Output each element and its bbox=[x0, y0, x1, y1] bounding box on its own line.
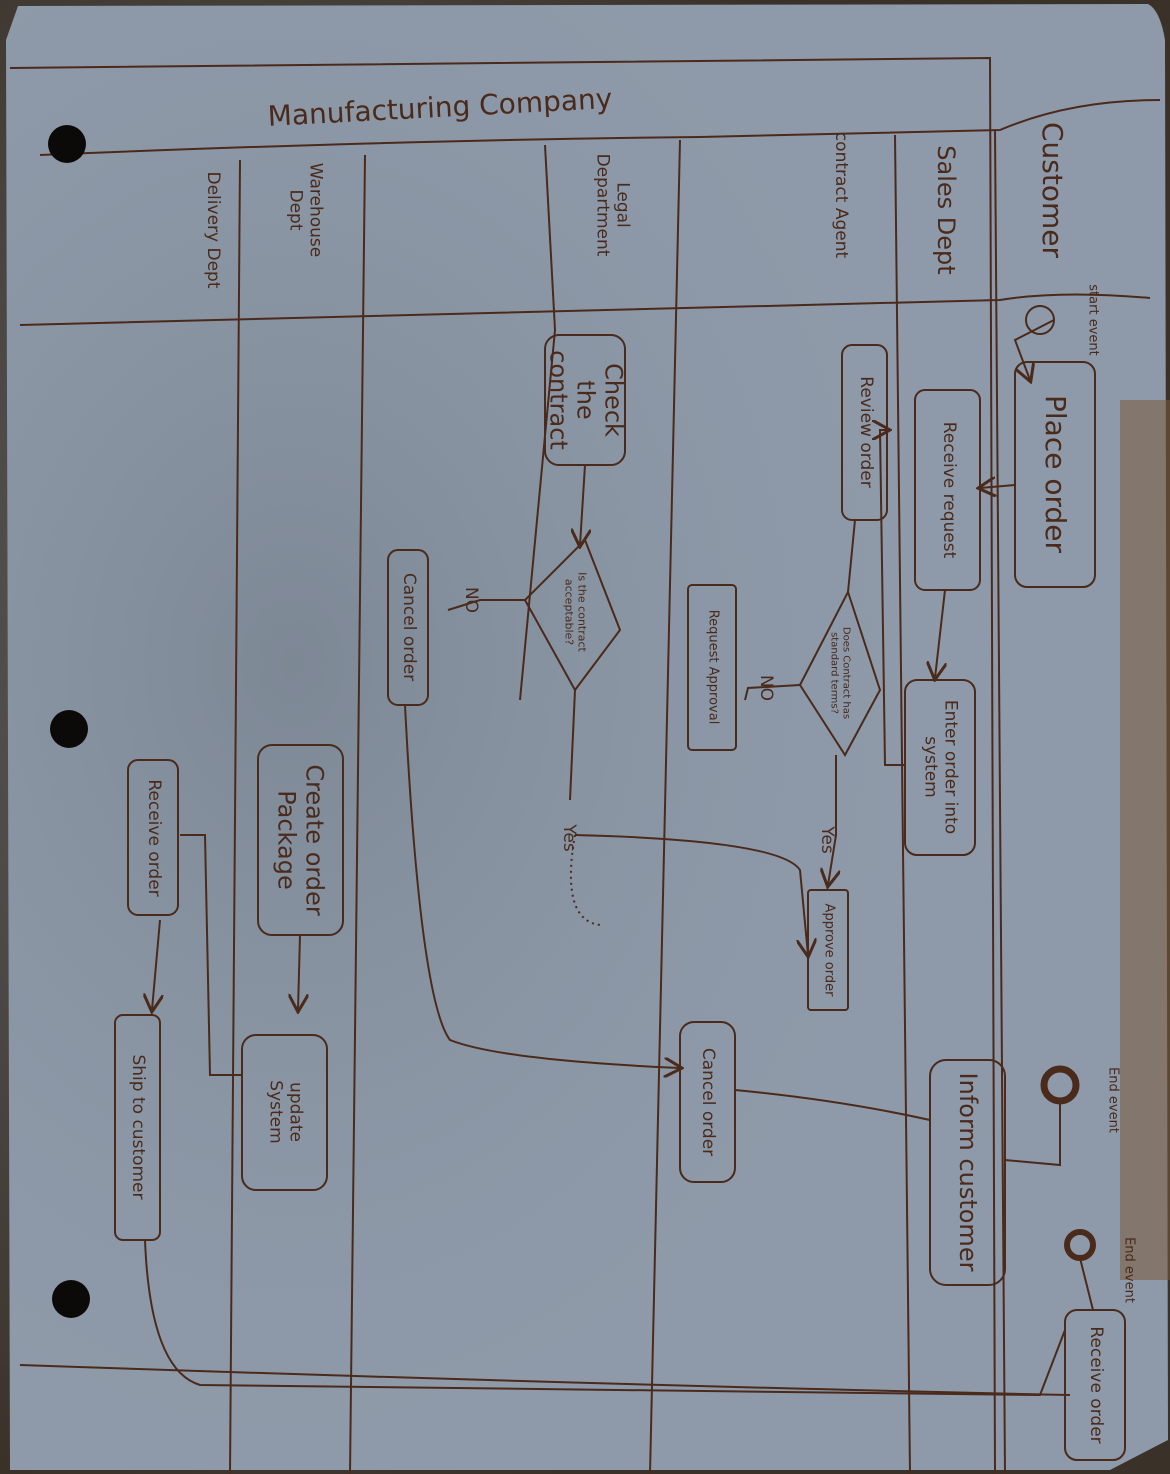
binder-hole-bottom bbox=[52, 1280, 90, 1318]
box-receive-customer bbox=[1064, 1309, 1126, 1461]
lane-contract-agent: contract Agent bbox=[830, 131, 851, 259]
task-ship-customer: Ship to customer bbox=[127, 1054, 148, 1200]
box-inform-customer bbox=[929, 1059, 1006, 1286]
box-place-order bbox=[1014, 361, 1096, 588]
box-request-approval bbox=[687, 584, 737, 751]
task-check-contract: Check the contract bbox=[544, 350, 628, 450]
task-receive-request: Receive request bbox=[938, 421, 959, 559]
end-event-label-1: End event bbox=[1105, 1067, 1121, 1133]
lane-header-bottom bbox=[19, 293, 1151, 326]
box-cancel-legal bbox=[387, 549, 429, 706]
lane-customer: Customer bbox=[1036, 121, 1070, 259]
flow-label-yes-terms: Yes bbox=[816, 826, 837, 854]
task-inform-customer: Inform customer bbox=[953, 1072, 982, 1272]
task-place-order: Place order bbox=[1039, 394, 1073, 554]
lane-sep-sales bbox=[894, 134, 911, 1474]
start-event-label: start event bbox=[1085, 284, 1101, 356]
binder-hole-middle bbox=[50, 710, 88, 748]
lane-sep-customer bbox=[994, 129, 1006, 1474]
flow-label-no-contract: NO bbox=[460, 586, 481, 614]
lane-sep-warehouse bbox=[229, 159, 241, 1474]
task-receive-customer: Receive order bbox=[1085, 1326, 1106, 1444]
task-receive-delivery: Receive order bbox=[143, 779, 164, 897]
header-divider bbox=[39, 99, 1161, 156]
lane-sep-agent bbox=[649, 139, 681, 1474]
lane-delivery: Delivery Dept bbox=[202, 171, 223, 289]
task-enter-order: Enter order into system bbox=[921, 699, 961, 835]
gateway-standard-terms bbox=[798, 589, 882, 757]
flow-label-yes-contract: Yes bbox=[558, 824, 579, 852]
flow-label-no-terms: NO bbox=[755, 674, 776, 702]
pool-top-border bbox=[9, 56, 996, 1474]
gateway-standard-terms-label: Does Contract has standard terms? bbox=[829, 626, 852, 720]
lane-warehouse: Warehouse Dept bbox=[286, 162, 326, 258]
box-update-system bbox=[241, 1034, 328, 1191]
task-request-approval: Request Approval bbox=[705, 609, 721, 725]
lane-legal: Legal Department bbox=[593, 153, 633, 257]
box-cancel-agent bbox=[679, 1021, 736, 1183]
task-review-order: Review order bbox=[855, 376, 876, 488]
task-create-package: Create order Package bbox=[273, 764, 329, 916]
task-cancel-agent: Cancel order bbox=[697, 1047, 718, 1157]
lane-sales: Sales Dept bbox=[931, 145, 960, 275]
lane-sep-legal2 bbox=[349, 154, 366, 1474]
lane-sep-legal bbox=[519, 144, 557, 701]
task-approve-order: Approve order bbox=[821, 903, 837, 997]
task-cancel-legal: Cancel order bbox=[398, 572, 419, 682]
end-event-label-2: End event bbox=[1121, 1237, 1137, 1303]
box-ship-customer bbox=[114, 1014, 161, 1241]
task-update-system: update System bbox=[266, 1080, 306, 1144]
box-receive-delivery bbox=[127, 759, 179, 916]
gateway-contract-acceptable-label: Is the contract acceptable? bbox=[563, 572, 589, 652]
box-create-package bbox=[257, 744, 344, 936]
binder-hole-top bbox=[48, 125, 86, 163]
